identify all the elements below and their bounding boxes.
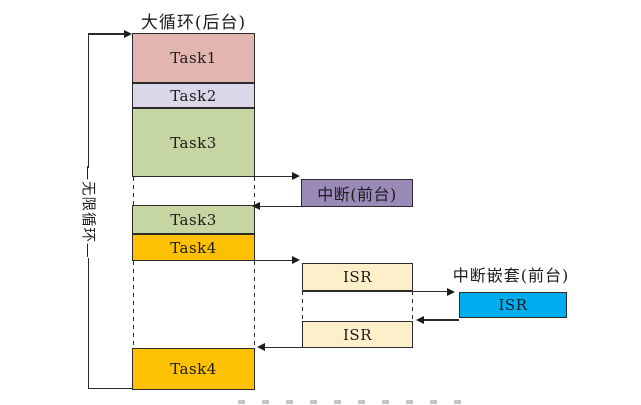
task4-box: Task4 (132, 234, 255, 261)
interrupt-return-arrowhead-icon (252, 202, 260, 211)
loop-left-line-upper (88, 33, 90, 168)
nested-entry-line (302, 290, 448, 293)
cropped-caption (238, 400, 466, 404)
column-gap1-dash-right (253, 177, 256, 205)
column-gap2-dash-left (132, 261, 134, 348)
nested-entry-arrowhead-icon (447, 287, 455, 296)
isr-resume-box: ISR (302, 321, 413, 348)
interrupt-box: 中断(前台) (301, 179, 413, 207)
background-loop-title: 大循环(后台) (140, 13, 247, 33)
interrupt-entry-arrowhead-icon (292, 172, 300, 181)
loop-entry-arrowhead-icon (124, 30, 132, 38)
nested-interrupt-title: 中断嵌套(前台) (452, 266, 570, 285)
task2-box: Task2 (132, 83, 255, 108)
isr-return-arrowhead-icon (257, 343, 265, 352)
isr-entry-arrowhead-icon (292, 256, 300, 265)
interrupt-entry-line (255, 175, 293, 177)
task3-resume-box: Task3 (132, 205, 255, 234)
isr-return-line (265, 346, 302, 348)
isr-gap-dash-right (412, 291, 414, 321)
isr-entry-line (255, 259, 293, 261)
nested-return-line (424, 319, 459, 321)
loop-left-line-lower (88, 258, 90, 389)
column-gap2-dash-right (253, 261, 256, 348)
task4-resume-box: Task4 (132, 348, 255, 390)
loop-top-line (88, 33, 125, 35)
task3-box: Task3 (132, 108, 255, 177)
nested-isr-box: ISR (459, 292, 567, 318)
loop-bottom-line (88, 388, 134, 390)
interrupt-return-line (260, 205, 301, 207)
isr-first-box: ISR (302, 263, 413, 291)
column-gap1-dash-left (132, 177, 134, 205)
nested-return-arrowhead-icon (416, 316, 424, 324)
infinite-loop-label: —无限循环— (79, 165, 96, 259)
task1-box: Task1 (132, 33, 255, 83)
isr-gap-dash-left (302, 291, 304, 321)
